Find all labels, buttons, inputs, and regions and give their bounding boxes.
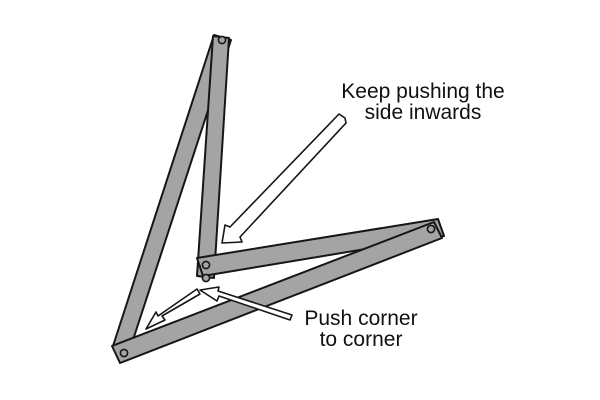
arrow-push-side [221, 113, 347, 244]
annotation-push-corner-line1: Push corner [304, 307, 418, 330]
pivot-top [217, 35, 227, 45]
arrow-push-corner [145, 288, 201, 330]
rule-bar-upper-right [196, 218, 445, 277]
annotation-push-side-line2: side inwards [364, 101, 482, 124]
pivot-right [426, 224, 436, 234]
pivot-hinge-upper [201, 260, 211, 270]
arrow-hinge-leader [199, 286, 293, 321]
annotation-push-side: Keep pushing the side inwards [320, 81, 526, 123]
annotation-push-corner-line2: to corner [319, 328, 403, 351]
pivot-hinge-lower [201, 273, 211, 283]
rule-bar-bottom [111, 221, 443, 364]
annotation-push-corner: Push corner to corner [282, 308, 440, 350]
pivot-bottom-left [119, 348, 129, 358]
annotation-push-side-line1: Keep pushing the [341, 80, 505, 103]
